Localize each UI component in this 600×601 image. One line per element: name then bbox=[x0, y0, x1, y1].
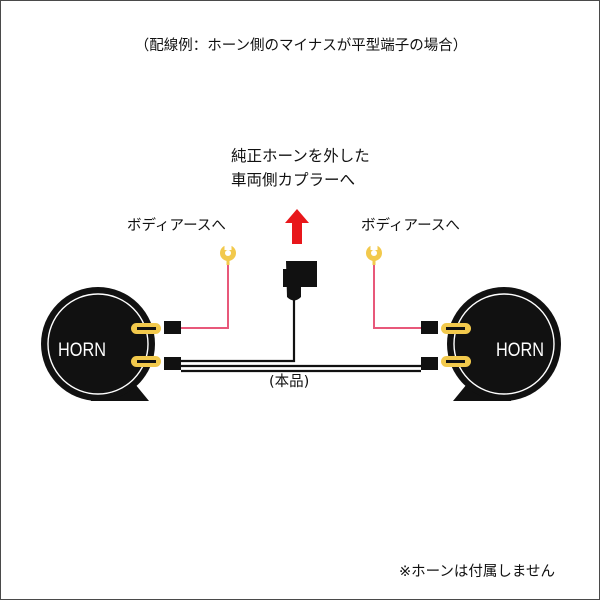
connectors-left bbox=[164, 321, 181, 370]
coupler-note-line2: 車両側カプラーへ bbox=[231, 171, 356, 189]
coupler-note-line1: 純正ホーンを外した bbox=[231, 147, 370, 165]
connector-right-top bbox=[421, 321, 438, 334]
horn-left: HORN bbox=[41, 287, 155, 401]
ground-label-right: ボディアースへ bbox=[361, 218, 460, 234]
horn-right: HORN bbox=[447, 287, 561, 401]
horn-left-body bbox=[41, 287, 155, 401]
ground-terminal-left bbox=[220, 241, 236, 265]
red-arrow-icon bbox=[285, 209, 309, 244]
connectors-right bbox=[421, 321, 438, 370]
connector-left-top bbox=[164, 321, 181, 334]
connector-left-bottom bbox=[164, 357, 181, 370]
horn-right-terminals bbox=[441, 323, 471, 367]
vehicle-coupler bbox=[283, 261, 317, 301]
harness-label: (本品) bbox=[269, 374, 310, 390]
footnote: ※ホーンは付属しません bbox=[399, 564, 555, 580]
harness-wire-to-coupler bbox=[181, 293, 296, 363]
horn-right-ring bbox=[453, 293, 555, 395]
diagram-caption: （配線例：ホーン側のマイナスが平型端子の場合） bbox=[134, 38, 468, 54]
horn-left-label: HORN bbox=[58, 340, 106, 361]
ground-wire-left bbox=[181, 259, 229, 329]
connector-right-bottom bbox=[421, 357, 438, 370]
ground-terminal-right bbox=[366, 241, 382, 265]
horn-left-ring bbox=[47, 293, 149, 395]
harness-wires bbox=[181, 293, 421, 373]
horn-right-body bbox=[447, 287, 561, 401]
ground-wire-right bbox=[373, 259, 421, 329]
ground-label-left: ボディアースへ bbox=[127, 218, 226, 234]
horn-left-terminals bbox=[131, 323, 161, 367]
horn-right-label: HORN bbox=[496, 340, 544, 361]
ground-wires bbox=[181, 259, 421, 329]
